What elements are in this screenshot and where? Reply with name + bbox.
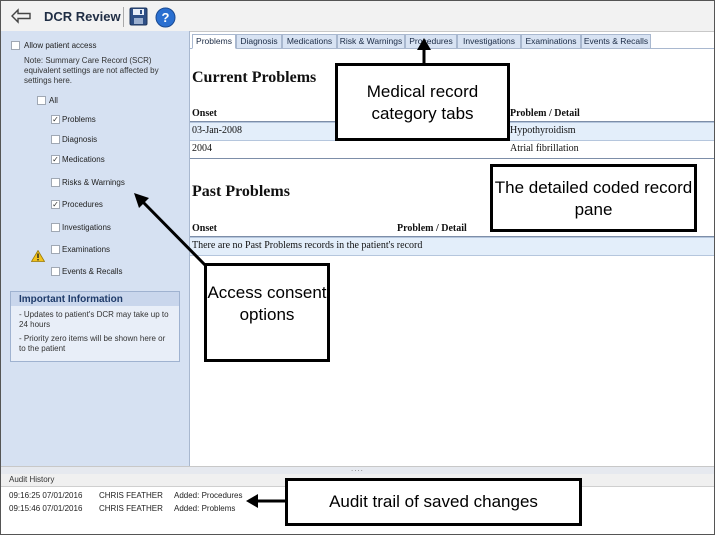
save-icon[interactable] (129, 7, 148, 26)
past-col-onset: Onset (192, 223, 217, 234)
current-col-problem: Problem / Detail (510, 108, 580, 119)
access-consent-panel: Allow patient access Note: Summary Care … (1, 31, 190, 466)
option-risks-warnings-label: Risks & Warnings (62, 178, 125, 187)
option-examinations-checkbox[interactable] (51, 245, 60, 254)
splitter-grip[interactable]: .... (351, 464, 364, 473)
option-investigations-label: Investigations (62, 223, 111, 232)
option-problems-checkbox[interactable]: ✓ (51, 115, 60, 124)
tab-events-recalls[interactable]: Events & Recalls (581, 34, 651, 49)
callout-audit: Audit trail of saved changes (285, 478, 582, 526)
problem-cell: Hypothyroidism (510, 125, 576, 136)
scr-note: Note: Summary Care Record (SCR) equivale… (24, 56, 159, 85)
option-all-label: All (49, 96, 58, 105)
option-all-checkbox[interactable] (37, 96, 46, 105)
option-problems-label: Problems (62, 115, 96, 124)
back-arrow-icon[interactable] (9, 7, 33, 25)
audit-history-title: Audit History (9, 475, 55, 484)
callout-tabs: Medical record category tabs (335, 63, 510, 141)
tab-examinations[interactable]: Examinations (521, 34, 581, 49)
help-icon[interactable]: ? (155, 7, 176, 28)
option-procedures-checkbox[interactable]: ✓ (51, 200, 60, 209)
tab-investigations[interactable]: Investigations (457, 34, 521, 49)
empty-message-row: There are no Past Problems records in th… (190, 237, 714, 256)
option-diagnosis-checkbox[interactable] (51, 135, 60, 144)
tab-procedures[interactable]: Procedures (405, 34, 457, 49)
record-category-tabs: Problems Diagnosis Medications Risk & Wa… (190, 33, 714, 49)
tab-problems[interactable]: Problems (192, 34, 236, 49)
option-medications-checkbox[interactable]: ✓ (51, 155, 60, 164)
option-procedures-label: Procedures (62, 200, 103, 209)
past-problems-heading: Past Problems (192, 183, 290, 200)
audit-time: 09:16:25 07/01/2016 (9, 491, 83, 500)
table-rule (190, 158, 714, 159)
option-medications-label: Medications (62, 155, 105, 164)
option-examinations-label: Examinations (62, 245, 111, 254)
page-title: DCR Review (44, 9, 121, 24)
onset-cell: 2004 (192, 143, 212, 154)
title-bar: DCR Review ? (1, 1, 714, 32)
audit-user: CHRIS FEATHER (99, 504, 163, 513)
callout-consent: Access consent options (204, 263, 330, 362)
allow-patient-access-label: Allow patient access (24, 41, 97, 50)
empty-message: There are no Past Problems records in th… (192, 240, 423, 251)
tab-risk-warnings[interactable]: Risk & Warnings (337, 34, 405, 49)
svg-text:?: ? (162, 10, 170, 25)
info-line: - Updates to patient's DCR may take up t… (19, 310, 169, 329)
important-information-header: Important Information (11, 292, 179, 306)
past-col-problem: Problem / Detail (397, 223, 467, 234)
important-information-title: Important Information (19, 294, 123, 305)
audit-user: CHRIS FEATHER (99, 491, 163, 500)
current-col-onset: Onset (192, 108, 217, 119)
toolbar-divider (123, 7, 124, 27)
audit-time: 09:15:46 07/01/2016 (9, 504, 83, 513)
option-events-recalls-label: Events & Recalls (62, 267, 123, 276)
callout-pane: The detailed coded record pane (490, 164, 697, 232)
current-problems-heading: Current Problems (192, 69, 317, 86)
header-rule (190, 236, 714, 237)
audit-action: Added: Procedures (174, 491, 243, 500)
option-investigations-checkbox[interactable] (51, 223, 60, 232)
tab-diagnosis[interactable]: Diagnosis (236, 34, 282, 49)
onset-cell: 03-Jan-2008 (192, 125, 242, 136)
info-line: - Priority zero items will be shown here… (19, 334, 166, 353)
problem-cell: Atrial fibrillation (510, 143, 579, 154)
option-risks-warnings-checkbox[interactable] (51, 178, 60, 187)
option-events-recalls-checkbox[interactable] (51, 267, 60, 276)
pane-splitter[interactable]: .... (1, 464, 714, 475)
allow-patient-access-checkbox[interactable] (11, 41, 20, 50)
tab-medications[interactable]: Medications (282, 34, 337, 49)
table-row[interactable]: 2004 Atrial fibrillation (190, 141, 714, 158)
warning-icon (31, 250, 45, 262)
audit-action: Added: Problems (174, 504, 236, 513)
option-diagnosis-label: Diagnosis (62, 135, 98, 144)
important-information-box: Important Information - Updates to patie… (10, 291, 180, 362)
